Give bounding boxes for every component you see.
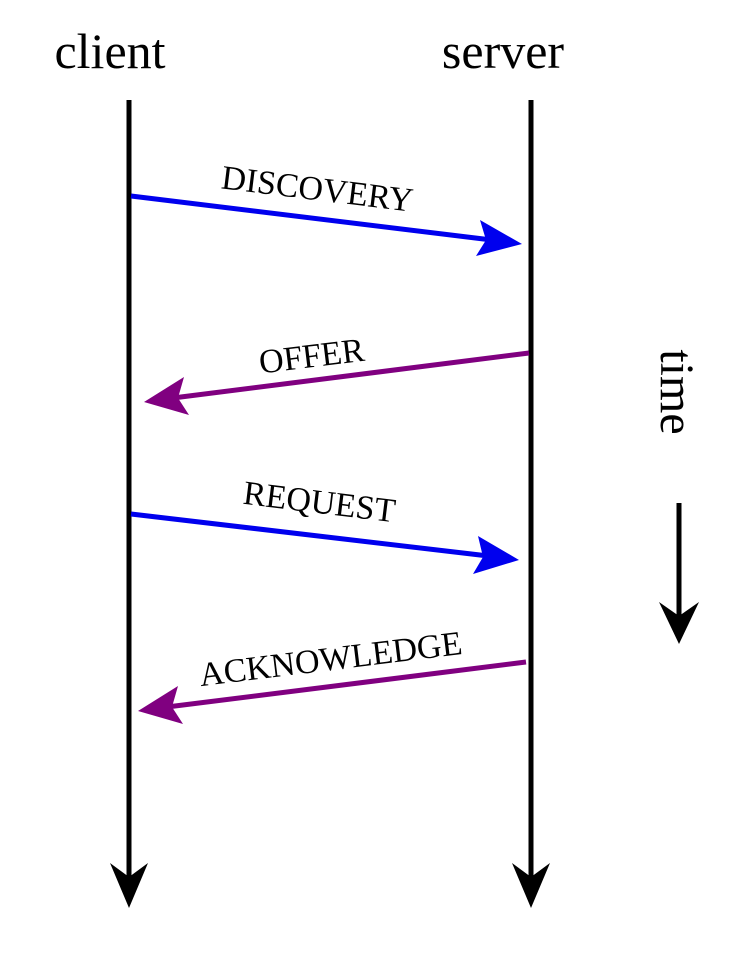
message-label-request: REQUEST: [241, 475, 398, 530]
message-label-acknowledge: ACKNOWLEDGE: [197, 625, 464, 694]
server-label: server: [442, 23, 564, 79]
message-arrow-acknowledge: [138, 659, 527, 724]
client-lifeline: [110, 100, 148, 908]
client-label: client: [54, 23, 165, 79]
time-arrow-icon: [659, 503, 699, 644]
message-arrow-request: [130, 511, 519, 574]
time-label: time: [650, 349, 703, 434]
message-arrow-offer: [144, 350, 530, 415]
server-lifeline: [512, 100, 550, 908]
message-arrow-discovery: [130, 193, 522, 256]
